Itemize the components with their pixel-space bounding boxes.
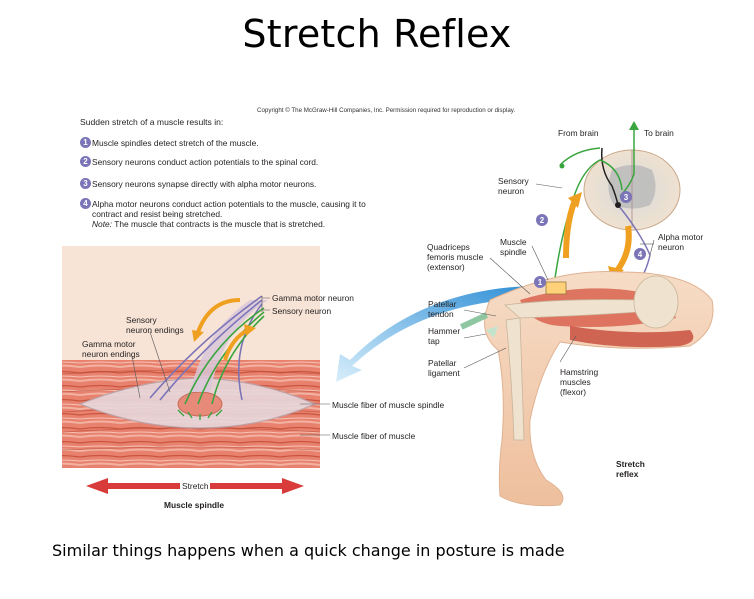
step-text: Muscle spindles detect stretch of the mu… [92,138,259,148]
note-prefix: Note: [92,219,113,229]
step-1: 1 Muscle spindles detect stretch of the … [80,137,259,148]
spinal-cord-cross-section [583,149,681,231]
step-2: 2 Sensory neurons conduct action potenti… [80,156,319,167]
label-line: Gamma motor [82,339,136,349]
step-number-badge-icon: 1 [80,137,91,148]
to-brain-arrow-icon [629,121,639,130]
slide-title: Stretch Reflex [242,12,512,56]
step-3: 3 Sensory neurons synapse directly with … [80,178,317,189]
spindle-nerves [149,295,265,405]
copyright-notice: Copyright © The McGraw-Hill Companies, I… [257,107,516,114]
step-note: Note: The muscle that contracts is the m… [92,219,366,229]
label-sensory-neuron-endings: Sensory neuron endings [126,315,184,335]
label-line: Patellar [428,358,457,368]
label-line: (flexor) [560,387,587,397]
label-line: Alpha motor [658,232,704,242]
spindle-center [177,391,223,417]
label-line: femoris muscle [427,252,484,262]
label-hammer-tap: Hammer tap [428,326,460,346]
label-line: neuron [658,242,685,252]
label-to-brain: To brain [644,128,674,138]
label-line: neuron [498,186,525,196]
label-line: ligament [428,368,460,378]
step-number-badge-icon: 3 [80,178,91,189]
label-from-brain: From brain [558,128,599,138]
svg-text:4: 4 [638,250,643,259]
leg-illustration [484,271,714,507]
signal-direction-arrow-icon [196,298,241,333]
steps-intro: Sudden stretch of a muscle results in: [80,117,224,127]
svg-text:1: 1 [538,278,543,287]
label-fiber-of-spindle: Muscle fiber of muscle spindle [332,400,445,410]
pelvis-bone [633,275,679,329]
label-line: Quadriceps [427,242,470,252]
label-line: neuron endings [82,349,140,359]
note-text: The muscle that contracts is the muscle … [112,219,326,229]
label-gamma-motor-neuron-endings: Gamma motor neuron endings [82,339,140,359]
label-line: Hamstring [560,367,599,377]
svg-text:2: 2 [540,216,545,225]
hamstring-muscle [570,326,694,348]
label-line: Patellar [428,299,457,309]
label-sensory-neuron: Sensory neuron [272,306,332,316]
step-text: Sensory neurons synapse directly with al… [92,179,317,189]
label-line: Muscle [500,237,527,247]
caption-muscle-spindle: Muscle spindle [164,500,225,510]
label-line: Hammer [428,326,461,336]
step-text: Sensory neurons conduct action potential… [92,157,319,167]
leg-leader-lines [463,183,655,369]
label-line: spindle [500,247,527,257]
label-muscle-spindle: Muscle spindle [500,237,527,257]
label-stretch: Stretch [182,481,209,491]
label-hamstring: Hamstring muscles (flexor) [560,367,598,397]
label-line: tap [428,336,440,346]
label-line: reflex [616,469,639,479]
caption-stretch-reflex: Stretch reflex [616,459,645,479]
label-patellar-ligament: Patellar ligament [428,358,460,378]
spindle-leader-lines [131,296,330,436]
svg-text:3: 3 [624,193,629,202]
footer-note: Similar things happens when a quick chan… [52,541,565,560]
muscle-spindle-marker [545,281,567,295]
label-gamma-motor-neuron: Gamma motor neuron [272,293,354,303]
label-quadriceps: Quadriceps femoris muscle (extensor) [427,242,483,272]
label-line: (extensor) [427,262,465,272]
step-text: Alpha motor neurons conduct action poten… [92,199,366,209]
nerve-bundle [190,300,268,392]
label-patellar-tendon: Patellar tendon [428,299,456,319]
step-number-badge-icon: 1 2 3 4 [534,191,646,288]
signal-direction-arrow-icon [563,196,579,259]
label-line: Sensory [498,176,529,186]
label-line: Sensory [126,315,157,325]
label-sensory-neuron-leg: Sensory neuron [498,176,529,196]
label-line: neuron endings [126,325,184,335]
label-line: Stretch [616,459,645,469]
step-text: contract and resist being stretched. [92,209,223,219]
label-alpha-motor-neuron: Alpha motor neuron [658,232,703,252]
label-line: tendon [428,309,454,319]
stretch-arrow-icon [86,478,304,494]
step-number-badge-icon: 2 [80,156,91,167]
label-fiber-of-muscle: Muscle fiber of muscle [332,431,416,441]
label-line: muscles [560,377,591,387]
sensory-endings [177,409,223,420]
step-number-badge-icon: 4 [80,198,91,209]
tibia-bone [505,317,525,441]
hammer-icon [460,312,498,338]
step-4: 4 Alpha motor neurons conduct action pot… [80,198,366,229]
